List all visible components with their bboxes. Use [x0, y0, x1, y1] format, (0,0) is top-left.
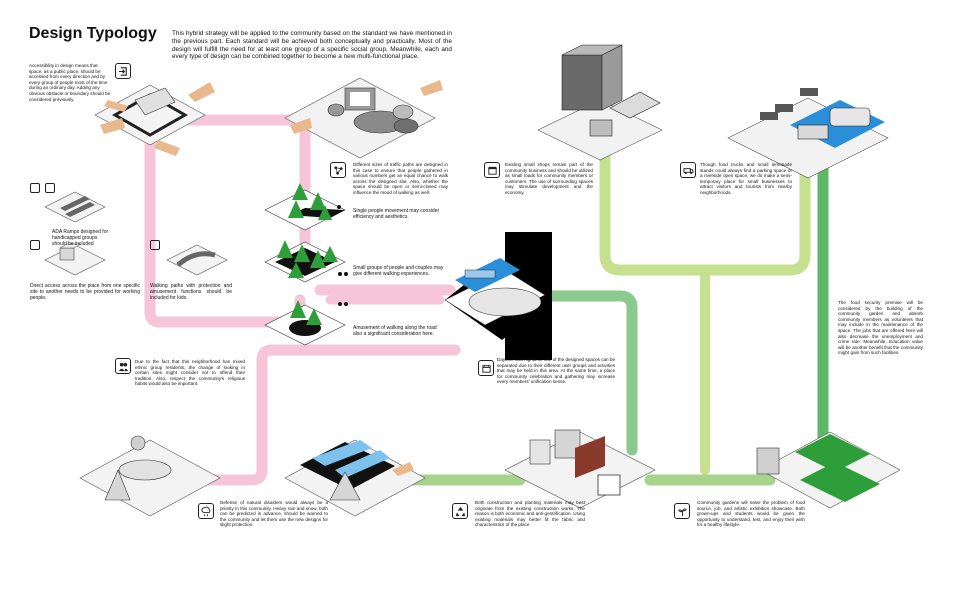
pink-path-loop — [144, 134, 306, 328]
note-materials: Both construction and planting materials… — [475, 500, 585, 528]
kids-icon — [150, 240, 160, 250]
note-small-groups: Small groups of people and couples may g… — [353, 265, 444, 278]
worker-icon — [30, 240, 40, 250]
direct-access-plot — [44, 243, 106, 276]
note-traffic-paths: Different sizes of traffic paths are des… — [353, 162, 448, 195]
single-marker — [337, 205, 341, 209]
small-groups-plot — [264, 240, 346, 283]
note-walking-paths: Walking paths with protection and amusem… — [150, 283, 232, 302]
note-food-security: The food security premise will be consid… — [838, 300, 923, 356]
note-food-trucks: Though food trucks and small lemonade st… — [700, 162, 792, 195]
mid-green-path — [534, 290, 638, 456]
note-single-people: Single people movement may consider effi… — [353, 208, 440, 221]
accessibility-plaza — [94, 82, 215, 156]
disaster-shelter — [284, 439, 426, 517]
note-day-night: Daytime and nighttime use of the designe… — [497, 357, 615, 385]
community-garden-block — [756, 431, 901, 509]
intro-paragraph: This hybrid strategy will be applied to … — [172, 30, 452, 61]
shop-icon — [484, 162, 500, 178]
ada-ramp-plot — [44, 191, 106, 223]
note-amusement-road: Amusement of walking along the road also… — [353, 325, 437, 338]
amusement-road-plot — [264, 300, 346, 346]
pink-path-top — [169, 114, 311, 146]
exit-icon — [115, 63, 131, 79]
single-movement-plot — [264, 183, 346, 231]
materials-block — [504, 429, 656, 509]
traffic-paths-block — [284, 77, 443, 159]
truck-icon — [680, 162, 696, 178]
ethnic-icon — [115, 358, 131, 374]
wheelchair-icon — [45, 183, 55, 193]
pink-path-south — [174, 344, 461, 486]
note-gardens: Community gardens will solve the problem… — [697, 500, 805, 528]
day-night-hub — [444, 232, 552, 360]
garden-icon — [674, 503, 690, 519]
note-ethnic: Due to the fact that this neighborhood h… — [135, 359, 245, 387]
food-trucks-block — [727, 88, 889, 179]
page-title: Design Typology — [29, 25, 157, 42]
kids-path-plot — [166, 244, 228, 276]
note-ada-ramps: ADA Ramps designed for handicapped group… — [52, 229, 109, 248]
note-disasters: Defense of natural disasters would alway… — [220, 500, 328, 528]
recycle-icon — [452, 503, 468, 519]
calendar-icon — [478, 360, 494, 376]
weather-icon — [198, 503, 214, 519]
nodes-icon — [330, 162, 346, 178]
group-markers — [338, 272, 348, 306]
note-small-shops: Existing small shops remain part of the … — [505, 162, 593, 195]
note-accessibility: Accessibility in design means that space… — [29, 63, 111, 102]
parents-icon — [30, 183, 40, 193]
small-shops-block — [537, 44, 663, 161]
religious-plaza — [79, 435, 221, 517]
note-direct-access: Direct access across the place from one … — [30, 283, 140, 302]
